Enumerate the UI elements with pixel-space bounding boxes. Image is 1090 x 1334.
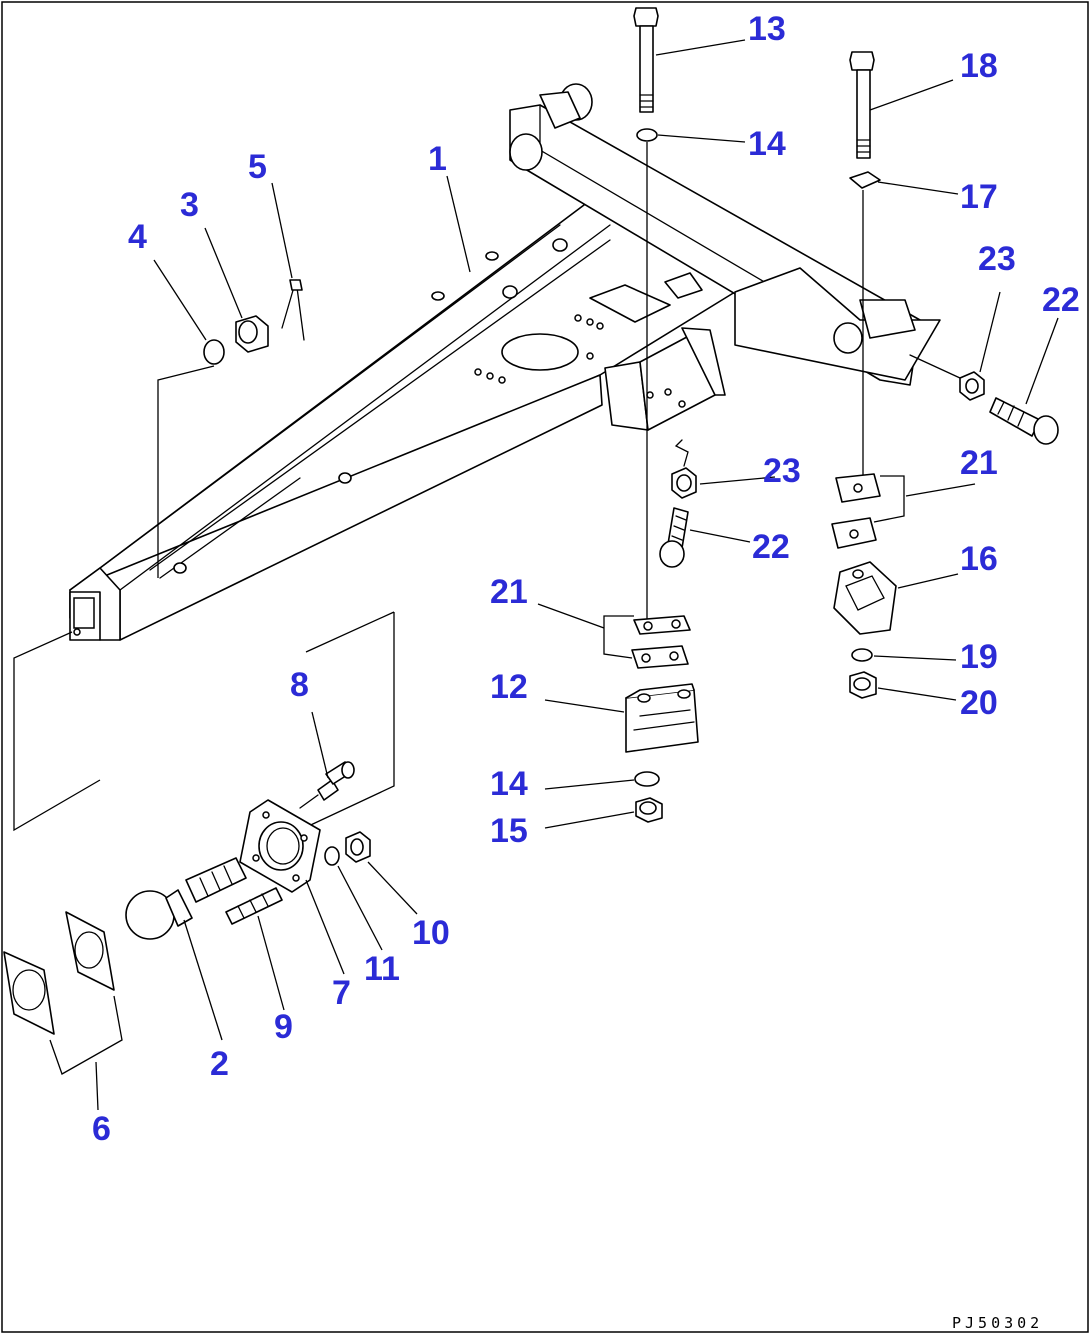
bracket-16 [833,561,897,635]
leader-lines [95,39,1059,1111]
grease-fitting-8 [299,761,355,809]
a-frame-drawbar [69,83,941,641]
bolt-13 [633,7,659,113]
label-14-upper: 14 [748,125,786,163]
shims-21-right [831,473,905,549]
label-12: 12 [490,668,528,706]
label-22-lower: 22 [752,528,790,566]
label-15: 15 [490,812,528,850]
nut-10 [345,831,371,863]
nut-3 [235,315,269,353]
washer-11 [324,846,340,866]
label-18: 18 [960,47,998,85]
label-21-lower: 21 [490,573,528,611]
label-6: 6 [92,1110,111,1148]
label-8: 8 [290,666,309,704]
label-14-lower: 14 [490,765,528,803]
drawing-code: PJ50302 [952,1314,1043,1332]
stud-bolt-9 [225,887,283,925]
label-1: 1 [428,140,447,178]
pivot-pin-right [833,299,916,354]
washer-14-lower [634,771,660,787]
label-10: 10 [412,914,450,952]
label-2: 2 [210,1045,229,1083]
label-11: 11 [364,950,400,988]
label-7: 7 [332,974,351,1012]
label-9: 9 [274,1008,293,1046]
label-19: 19 [960,638,998,676]
nut-20 [849,671,877,699]
label-23-lower: 23 [763,452,801,490]
flange-plate-7 [239,799,321,893]
pivot-pin-left [509,83,593,171]
washer-19 [851,648,873,662]
washer-14-upper [636,128,658,142]
nut-23-lower [671,439,697,499]
gasket-6 [3,911,123,1075]
label-22-right: 22 [1042,281,1080,319]
bolt-18 [849,51,875,159]
block-12 [625,683,699,753]
label-4: 4 [128,218,147,256]
label-20: 20 [960,684,998,722]
nut-15 [635,797,663,823]
bolt-22-right [989,397,1059,445]
bolt-22-lower [659,507,689,568]
label-3: 3 [180,186,199,224]
label-5: 5 [248,148,267,186]
nut-23-right [909,354,985,401]
label-13: 13 [748,10,786,48]
plate-17 [849,171,881,189]
washer-4 [203,339,225,365]
shims-21-lower [603,615,691,669]
ball-stud-2 [125,857,247,940]
label-16: 16 [960,540,998,578]
label-23-right: 23 [978,240,1016,278]
label-17: 17 [960,178,998,216]
label-21-upper: 21 [960,444,998,482]
